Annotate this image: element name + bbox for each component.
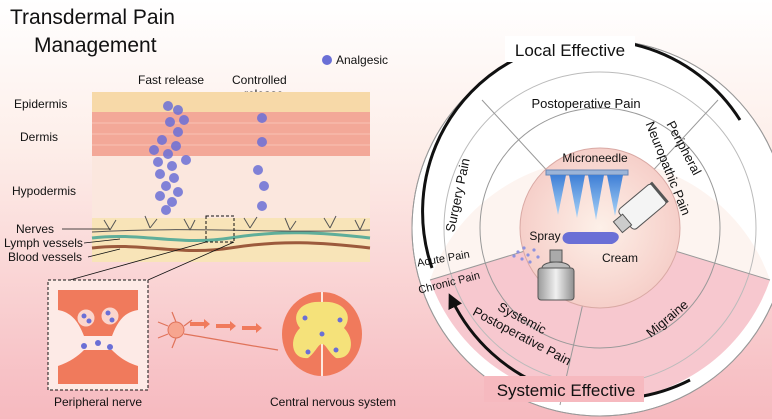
systemic-effective-label: Systemic Effective <box>497 381 636 400</box>
postoperative-pain-label: Postoperative Pain <box>531 96 640 111</box>
analgesic-particle <box>257 201 267 211</box>
epidermis-label: Epidermis <box>14 97 67 111</box>
lymph-vessel <box>91 231 371 243</box>
analgesic-particle <box>165 117 175 127</box>
analgesic-particle <box>173 127 183 137</box>
synapse-illustration <box>58 290 138 384</box>
blood-pointer <box>87 248 121 258</box>
analgesic-particle <box>257 113 267 123</box>
cream-tube-icon <box>562 181 669 244</box>
analgesic-particle <box>149 145 159 155</box>
hypodermis-label: Hypodermis <box>12 184 76 198</box>
nerves-label: Nerves <box>16 222 54 236</box>
epidermis-layer <box>92 92 370 112</box>
peripheral-nerve-label: Peripheral nerve <box>54 395 142 409</box>
analgesic-particle <box>155 169 165 179</box>
analgesic-particle <box>257 137 267 147</box>
local-effective-label: Local Effective <box>515 41 625 60</box>
microneedle-icon <box>545 169 629 220</box>
title-line1: Transdermal Pain <box>10 6 175 29</box>
analgesic-particle <box>161 205 171 215</box>
analgesic-particle <box>253 165 263 175</box>
analgesic-particle <box>259 181 269 191</box>
blood-vessel <box>91 241 371 253</box>
dermis-label: Dermis <box>20 130 58 144</box>
hypodermis-layer <box>92 156 370 218</box>
zoom-line-left <box>69 241 207 281</box>
cream-label: Cream <box>602 251 638 265</box>
systemic-effective-bg <box>484 376 644 402</box>
analgesic-particles <box>149 101 269 215</box>
analgesic-particle <box>173 105 183 115</box>
neuron-signal <box>157 311 279 351</box>
analgesic-legend-label: Analgesic <box>336 53 388 67</box>
dermis-texture <box>92 122 370 146</box>
lymph-vessels-label: Lymph vessels <box>4 236 83 250</box>
title-line2: Management <box>34 34 157 57</box>
zoom-box <box>205 215 235 243</box>
analgesic-particle <box>173 187 183 197</box>
analgesic-particle <box>167 197 177 207</box>
analgesic-particle <box>169 173 179 183</box>
lymph-pointer <box>83 238 121 244</box>
analgesic-particle <box>167 161 177 171</box>
spray-label: Spray <box>529 229 560 243</box>
cns-label: Central nervous system <box>270 395 396 409</box>
zoom-line-right <box>147 241 235 281</box>
analgesic-particle <box>155 191 165 201</box>
controlled-release-label-1: Controlled <box>232 73 287 87</box>
vessel-layer <box>92 218 370 262</box>
analgesic-particle <box>153 157 163 167</box>
analgesic-particle <box>181 155 191 165</box>
systemic-sector-area <box>430 228 770 401</box>
spinal-cord-cross-section <box>282 292 362 376</box>
fast-release-label: Fast release <box>138 73 204 87</box>
analgesic-legend-dot <box>322 55 332 65</box>
analgesic-particle <box>171 141 181 151</box>
blood-vessels-label: Blood vessels <box>8 250 82 264</box>
analgesic-particle <box>163 149 173 159</box>
analgesic-particle <box>163 101 173 111</box>
nerve-fibers <box>91 215 371 233</box>
spray-can-icon <box>512 246 575 301</box>
microneedle-label: Microneedle <box>562 151 628 165</box>
analgesic-particle <box>179 115 189 125</box>
analgesic-particle <box>161 181 171 191</box>
local-effective-bg <box>505 36 635 62</box>
skin-section <box>91 92 371 262</box>
analgesic-particle <box>157 135 167 145</box>
